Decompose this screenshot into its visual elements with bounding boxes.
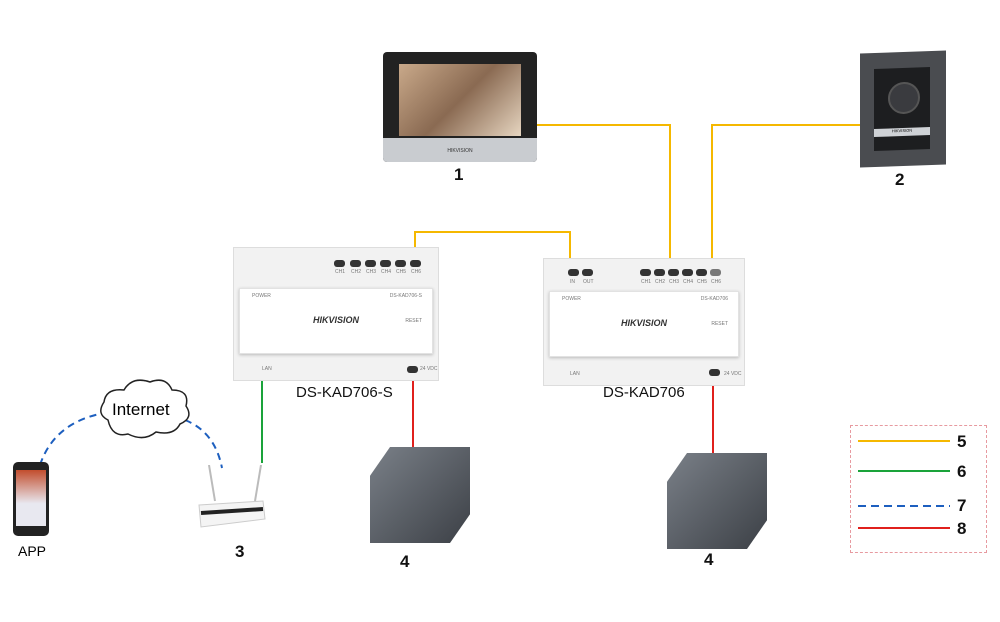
model-print: DS-KAD706-S bbox=[389, 293, 422, 299]
legend-number: 6 bbox=[957, 462, 967, 481]
legend-number: 5 bbox=[957, 432, 967, 451]
channel-label: CH2 bbox=[654, 279, 665, 285]
lan-label: LAN bbox=[570, 371, 580, 377]
app-label: APP bbox=[18, 543, 47, 559]
reset-label: RESET bbox=[711, 321, 728, 327]
vdc-label: 24 VDC bbox=[420, 366, 438, 372]
router-number: 3 bbox=[235, 542, 245, 561]
door-brand: HIKVISION bbox=[874, 127, 930, 138]
router bbox=[195, 464, 267, 529]
channel-label: CH6 bbox=[410, 269, 421, 275]
power-supply-1 bbox=[370, 447, 470, 543]
channel-label: CH1 bbox=[640, 279, 651, 285]
wire-door-station bbox=[711, 124, 860, 268]
channel-label: CH4 bbox=[380, 269, 391, 275]
distributor-label: DS-KAD706 bbox=[603, 384, 685, 401]
channel-label: CH3 bbox=[668, 279, 679, 285]
wire-wifi-router bbox=[184, 419, 223, 469]
camera-icon bbox=[888, 81, 920, 115]
channel-label: CH5 bbox=[395, 269, 406, 275]
brand-logo: HIKVISION bbox=[620, 318, 667, 328]
legend bbox=[850, 425, 987, 553]
reset-label: RESET bbox=[405, 318, 422, 324]
power-supply-2-number: 4 bbox=[704, 550, 714, 569]
legend-number: 8 bbox=[957, 519, 967, 538]
monitor-number: 1 bbox=[454, 165, 464, 184]
out-label: OUT bbox=[583, 279, 594, 285]
lan-label: LAN bbox=[262, 366, 272, 372]
cloud-icon bbox=[100, 379, 190, 439]
door-station-number: 2 bbox=[895, 170, 905, 189]
distributor-s: CH1 CH2 CH3 CH4 CH5 CH6 POWER DS-KAD706-… bbox=[233, 247, 439, 381]
distributor-s-label: DS-KAD706-S bbox=[296, 384, 393, 401]
channel-label: CH1 bbox=[334, 269, 345, 275]
power-supply-2 bbox=[667, 453, 767, 549]
distributor: IN OUT CH1 CH2 CH3 CH4 CH5 CH6 POWER DS-… bbox=[543, 258, 745, 386]
monitor-screen bbox=[399, 64, 521, 136]
power-supply-1-number: 4 bbox=[400, 552, 410, 571]
vdc-label: 24 VDC bbox=[724, 371, 742, 377]
brand-logo: HIKVISION bbox=[312, 315, 359, 325]
smartphone bbox=[13, 462, 49, 536]
channel-label: CH6 bbox=[710, 279, 721, 285]
channel-label: CH3 bbox=[365, 269, 376, 275]
model-print: DS-KAD706 bbox=[700, 296, 728, 302]
door-station: HIKVISION bbox=[860, 50, 946, 168]
wire-wifi-app bbox=[39, 411, 111, 466]
power-label: POWER bbox=[252, 293, 271, 299]
cloud-label: Internet bbox=[112, 400, 170, 419]
in-label: IN bbox=[570, 279, 575, 285]
channel-label: CH2 bbox=[350, 269, 361, 275]
channel-label: CH4 bbox=[682, 279, 693, 285]
indoor-monitor: HIKVISION bbox=[383, 52, 537, 162]
legend-number: 7 bbox=[957, 496, 967, 515]
wire-cascade bbox=[414, 231, 571, 268]
legend-lines bbox=[858, 440, 950, 529]
monitor-brand: HIKVISION bbox=[447, 148, 473, 154]
wire-monitor bbox=[537, 124, 671, 268]
power-label: POWER bbox=[562, 296, 581, 302]
channel-label: CH5 bbox=[696, 279, 707, 285]
